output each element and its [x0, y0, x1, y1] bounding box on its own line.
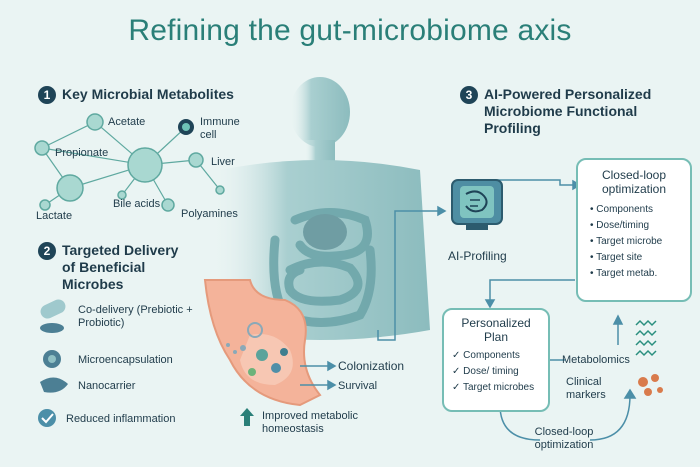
node-propionate: Propionate	[55, 147, 109, 159]
section2-heading: 2 Targeted Delivery of Beneficial Microbe…	[38, 242, 198, 293]
closed-loop-item: • Target microbe	[590, 236, 663, 247]
section2-number: 2	[38, 242, 56, 260]
closed-loop-title: Closed-loop optimization	[601, 168, 667, 196]
section1-heading: 1 Key Microbial Metabolites	[38, 86, 234, 104]
closed-loop-bottom-label: Closed-loop optimization	[534, 426, 594, 451]
section3-title: AI-Powered Personalized Microbiome Funct…	[484, 86, 652, 136]
gut-tube-illustration	[203, 279, 322, 407]
plan-item: ✓ Components	[452, 350, 520, 361]
item-nanocarrier: Nanocarrier	[78, 380, 136, 392]
up-arrow-icon	[240, 408, 254, 426]
node-lactate: Lactate	[36, 210, 73, 222]
metabolite-nodes	[34, 113, 225, 212]
outcome-survival: Survival	[338, 380, 378, 392]
closed-loop-item: • Target site	[590, 252, 643, 263]
outcome-colonization: Colonization	[338, 359, 405, 373]
intestine-graphic	[269, 208, 376, 327]
section3-number: 3	[460, 86, 478, 104]
item-codelivery: Co-delivery (Prebiotic + Probiotic)	[78, 304, 193, 329]
closed-loop-item: • Target metab.	[590, 268, 658, 279]
plan-list: ✓ Components ✓ Dose/ timing ✓ Target mic…	[452, 348, 548, 396]
node-immune-cell: Immune cell	[200, 116, 240, 141]
plan-item: ✓ Target microbes	[452, 382, 535, 393]
clinical-markers-label: Clinical markers	[566, 376, 606, 401]
section1-number: 1	[38, 86, 56, 104]
microcapsule-icon	[43, 350, 61, 368]
node-polyamines: Polyamines	[181, 208, 238, 220]
plan-item: ✓ Dose/ timing	[452, 366, 519, 377]
closed-loop-list: • Components • Dose/timing • Target micr…	[590, 202, 690, 282]
check-badge-icon	[38, 409, 56, 427]
section2-title: Targeted Delivery of Beneficial Microbes	[62, 242, 179, 292]
capsule-icon	[40, 299, 66, 333]
section1-title: Key Microbial Metabolites	[62, 86, 234, 102]
ai-profiling-label: AI-Profiling	[448, 249, 507, 263]
metabolomics-icon	[635, 319, 657, 357]
clinical-markers-icon	[638, 374, 663, 396]
human-silhouette	[210, 77, 430, 340]
metabolomics-label: Metabolomics	[562, 354, 630, 366]
node-acetate: Acetate	[108, 116, 146, 128]
node-liver: Liver	[211, 156, 235, 168]
node-bile-acids: Bile acids	[113, 198, 161, 210]
closed-loop-item: • Components	[590, 204, 653, 215]
item-reduced-inflammation: Reduced inflammation	[66, 413, 176, 425]
personalized-plan-box: Personalized Plan ✓ Components ✓ Dose/ t…	[442, 308, 550, 412]
page-title: Refining the gut-microbiome axis	[128, 14, 572, 47]
outcome-improved-homeostasis: Improved metabolic homeostasis	[262, 410, 358, 435]
closed-loop-box: Closed-loop optimization • Components • …	[576, 158, 692, 302]
section3-heading: 3 AI-Powered Personalized Microbiome Func…	[460, 86, 660, 137]
nanocarrier-icon	[40, 377, 68, 393]
stomach-organ	[303, 214, 347, 250]
closed-loop-item: • Dose/timing	[590, 220, 650, 231]
plan-title: Personalized Plan	[461, 316, 531, 344]
item-microencapsulation: Microencapsulation	[78, 354, 173, 366]
ai-chip-icon	[451, 179, 503, 230]
